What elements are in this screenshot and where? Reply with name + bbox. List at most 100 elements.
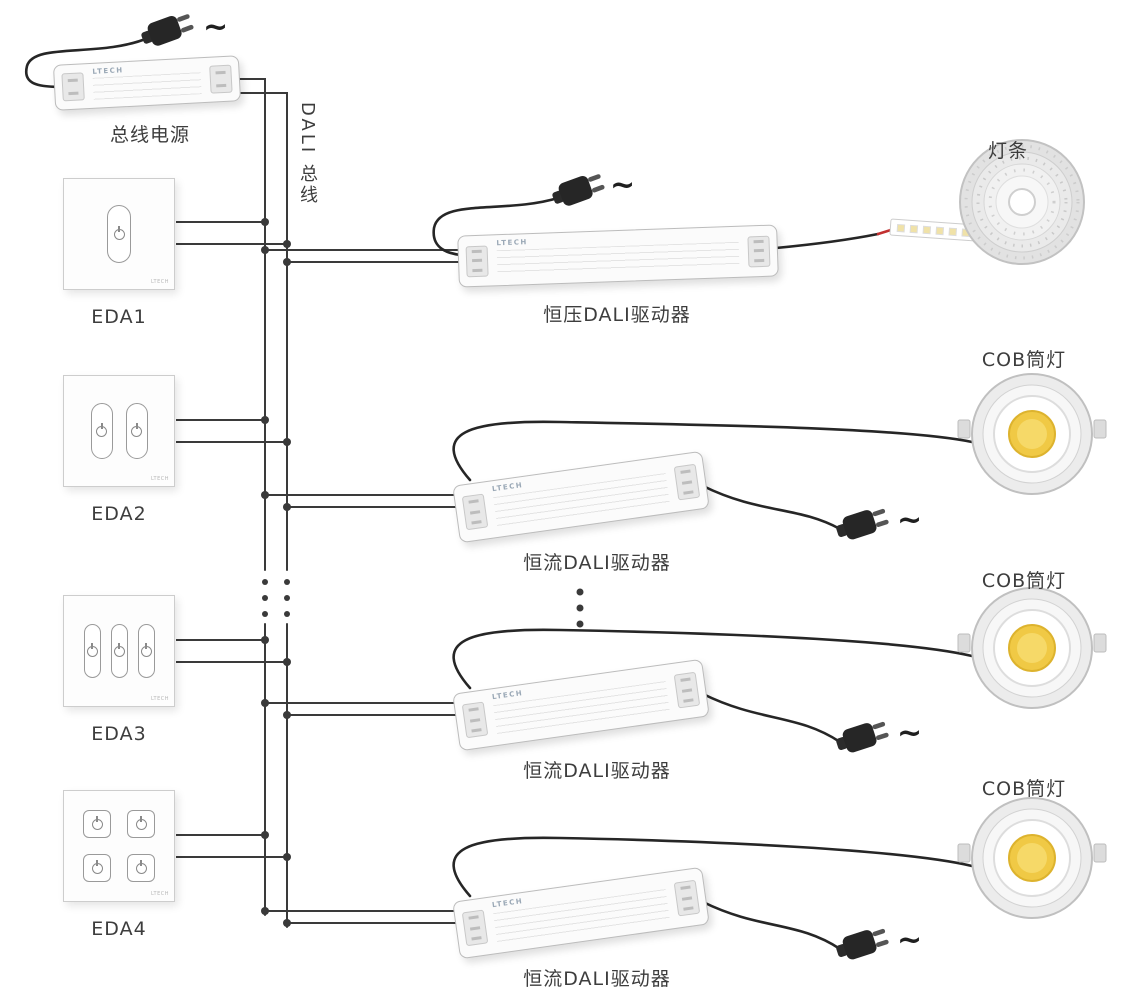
bus-line-right: [239, 92, 288, 928]
panel-eda2-label: EDA2: [91, 503, 147, 525]
driver-feed-wires: [265, 249, 470, 924]
cord-cc2: [701, 692, 842, 744]
terminal-block: [209, 64, 233, 94]
power-icon: [96, 425, 107, 437]
brand-logo: LTECH: [496, 238, 528, 248]
wire-cc2-cob: [452, 628, 974, 690]
panel-eda2: LTECH: [63, 375, 175, 487]
ac-symbol-bus: ~: [203, 10, 229, 45]
terminal-block: [673, 671, 701, 709]
plug-cv: [549, 169, 607, 211]
panel-button: [90, 403, 113, 459]
wire-feed-cc3: [265, 910, 470, 924]
led-strip: [889, 139, 1085, 265]
brand-logo: LTECH: [92, 66, 124, 76]
wire-eda4: [176, 834, 287, 858]
cc-driver-3-label: 恒流DALI驱动器: [523, 968, 671, 990]
panel-eda4-label: EDA4: [91, 918, 147, 940]
bus-power-label: 总线电源: [109, 124, 191, 146]
brand-logo: LTECH: [150, 476, 169, 482]
brand-logo: LTECH: [150, 891, 169, 897]
brand-logo: LTECH: [491, 480, 524, 494]
junction-dots: [261, 218, 291, 927]
bus-ellipsis-dots: [262, 579, 290, 617]
dali-bus-lines: [239, 78, 288, 928]
driver-ellipsis-dots: [576, 588, 584, 628]
wire-eda2: [176, 419, 287, 443]
power-icon: [113, 228, 125, 240]
ac-symbol-cc2: ~: [897, 716, 923, 751]
wire-cc1-cob: [452, 420, 974, 482]
dali-bus-label: DALI 总线: [297, 102, 318, 206]
power-icon: [86, 645, 98, 657]
terminal-block: [673, 879, 701, 917]
load-wires: [452, 232, 974, 898]
power-icon: [91, 862, 103, 874]
panel-button: [110, 624, 128, 678]
panel-button: [83, 854, 111, 882]
wire-feed-cc2: [265, 702, 470, 716]
bus-line-left: [239, 78, 266, 916]
power-icon: [131, 425, 142, 437]
power-icon: [135, 818, 147, 830]
wire-eda3: [176, 639, 287, 663]
ac-symbol-cc3: ~: [897, 923, 923, 958]
panel-button: [83, 624, 101, 678]
panel-button: [127, 810, 155, 838]
led-strip-label: 灯条: [987, 140, 1029, 162]
brand-logo: LTECH: [491, 896, 524, 910]
panel-eda4: LTECH: [63, 790, 175, 902]
wire-cc3-cob: [452, 836, 974, 898]
cc-driver-2-label: 恒流DALI驱动器: [523, 760, 671, 782]
cord-bus-power: [24, 36, 150, 89]
terminal-block: [461, 493, 489, 531]
panel-eda1: LTECH: [63, 178, 175, 290]
panel-button: [127, 854, 155, 882]
cob-downlight-3: [957, 797, 1107, 919]
cv-driver-label: 恒压DALI驱动器: [543, 304, 691, 326]
panel-wires: [176, 221, 287, 858]
cc-driver-1-label: 恒流DALI驱动器: [523, 552, 671, 574]
spec-print: [92, 71, 202, 101]
plug-bus-power: [138, 9, 196, 51]
cob-light-1-label: COB筒灯: [981, 349, 1067, 371]
power-icon: [140, 645, 152, 657]
plug-cc2: [833, 717, 891, 757]
wire-cv-strip: [774, 232, 880, 250]
power-icon: [135, 862, 147, 874]
wire-eda1: [176, 221, 287, 245]
wire-feed-cv: [265, 249, 470, 263]
terminal-block: [673, 463, 701, 501]
spec-print: [496, 241, 740, 277]
cord-cc1: [701, 484, 842, 531]
ac-symbol-cv: ~: [610, 168, 636, 203]
panel-button: [137, 624, 155, 678]
cob-light-2-label: COB筒灯: [981, 570, 1067, 592]
terminal-block: [461, 909, 489, 947]
panel-button: [83, 810, 111, 838]
cord-cv: [432, 196, 560, 257]
plug-cc3: [833, 924, 891, 964]
panel-eda3: LTECH: [63, 595, 175, 707]
power-icon: [91, 818, 103, 830]
ac-symbol-cc1: ~: [897, 503, 923, 538]
brand-logo: LTECH: [491, 688, 524, 702]
led-strip-reel: [959, 139, 1085, 265]
panel-eda3-label: EDA3: [91, 723, 147, 745]
brand-logo: LTECH: [150, 279, 169, 285]
panel-eda1-label: EDA1: [91, 306, 147, 328]
mains-cords: [24, 36, 842, 951]
brand-logo: LTECH: [150, 696, 169, 702]
terminal-block: [465, 245, 489, 277]
power-icon: [113, 645, 125, 657]
terminal-block: [747, 235, 771, 267]
panel-button: [125, 403, 148, 459]
cob-light-3-label: COB筒灯: [981, 778, 1067, 800]
cob-downlight-1: [957, 373, 1107, 495]
terminal-block: [61, 72, 85, 102]
wire-feed-cc1: [265, 494, 470, 508]
bus-power-supply: LTECH: [52, 55, 242, 111]
panel-button: [107, 205, 131, 263]
